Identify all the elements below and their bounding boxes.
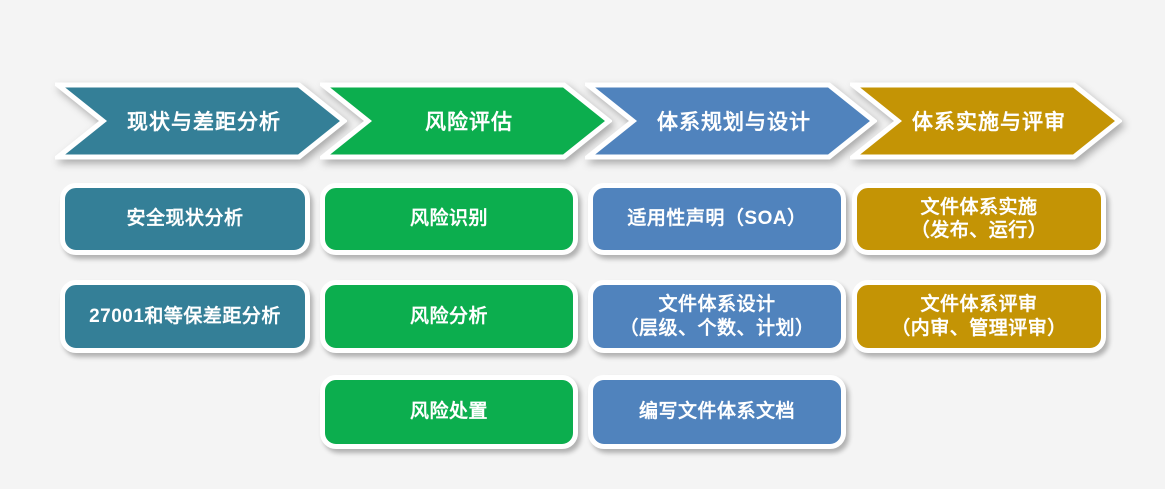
step-box-document-review: 文件体系评审 （内审、管理评审）	[852, 280, 1106, 353]
stage-label-4: 体系实施与评审	[912, 111, 1066, 134]
step-box-security-status-analysis: 安全现状分析	[60, 183, 310, 255]
stage-chevron-2: 风险评估	[320, 82, 612, 160]
stage-chevron-4: 体系实施与评审	[850, 82, 1122, 160]
step-box-risk-treatment: 风险处置	[320, 375, 578, 449]
chevron-arrow-icon	[850, 82, 1122, 160]
stage-chevron-1: 现状与差距分析	[55, 82, 347, 160]
step-box-soa-statement: 适用性声明（SOA）	[588, 183, 846, 255]
step-box-write-documents: 编写文件体系文档	[588, 375, 846, 449]
chevron-arrow-icon	[320, 82, 612, 160]
step-box-risk-analysis: 风险分析	[320, 280, 578, 353]
step-box-document-system-design: 文件体系设计 （层级、个数、计划）	[588, 280, 846, 353]
step-box-document-implementation: 文件体系实施 （发布、运行）	[852, 183, 1106, 255]
stage-chevron-3: 体系规划与设计	[585, 82, 877, 160]
chevron-arrow-icon	[585, 82, 877, 160]
stage-label-2: 风险评估	[425, 111, 513, 134]
step-box-risk-identification: 风险识别	[320, 183, 578, 255]
step-box-27001-gap-analysis: 27001和等保差距分析	[60, 280, 310, 353]
stage-label-3: 体系规划与设计	[657, 111, 811, 134]
chevron-arrow-icon	[55, 82, 347, 160]
stage-label-1: 现状与差距分析	[127, 111, 281, 134]
